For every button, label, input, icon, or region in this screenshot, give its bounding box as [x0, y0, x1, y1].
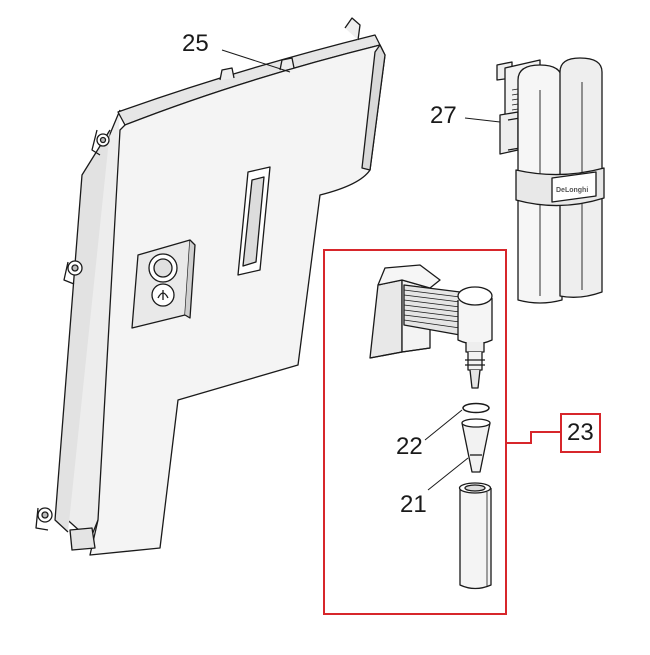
leader-line-25 [221, 49, 291, 73]
part-label-27: 27 [430, 102, 457, 129]
assembly-connector-line [506, 431, 560, 444]
brand-logo-text: DeLonghi [556, 187, 588, 194]
twin-cylinder-part-27: DeLonghi [496, 57, 605, 304]
leader-line-21 [427, 457, 469, 491]
o-ring-part-22 [462, 402, 490, 414]
nozzle-assembly-part-23 [369, 264, 493, 590]
front-panel-part-25 [35, 17, 386, 556]
leader-line-27 [464, 117, 501, 123]
leader-line-22 [424, 409, 463, 441]
part-label-25: 25 [182, 30, 209, 57]
part-label-21: 21 [400, 491, 427, 518]
part-label-23: 23 [560, 413, 601, 453]
part-label-22: 22 [396, 433, 423, 460]
assembly-highlight-frame [323, 249, 507, 615]
